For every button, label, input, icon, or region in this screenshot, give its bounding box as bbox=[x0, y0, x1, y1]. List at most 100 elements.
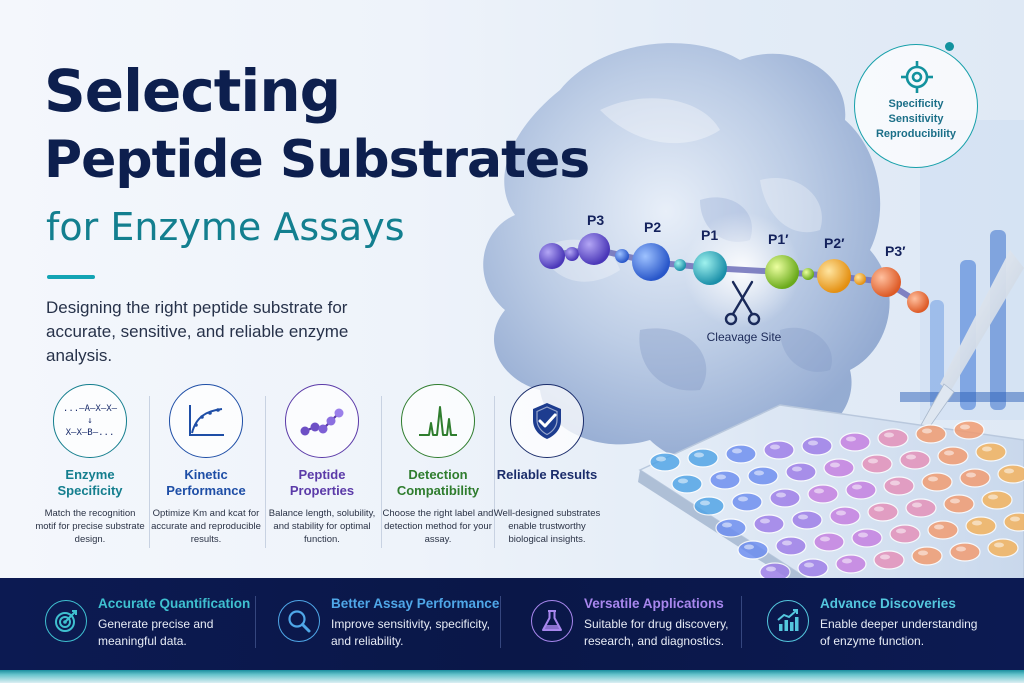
plate-well-highlight bbox=[694, 452, 704, 458]
plate-well bbox=[959, 468, 991, 488]
badge-line-sensitivity: Sensitivity bbox=[888, 113, 944, 125]
plate-well bbox=[715, 518, 747, 538]
plate-well-highlight bbox=[754, 470, 764, 476]
title-line-3: for Enzyme Assays bbox=[46, 205, 405, 249]
position-label-p1: P1 bbox=[701, 227, 719, 243]
kinetics-graph-icon bbox=[169, 384, 243, 458]
plate-well bbox=[899, 450, 931, 470]
plate-well bbox=[883, 476, 915, 496]
plate-well bbox=[693, 496, 725, 516]
plate-well bbox=[731, 492, 763, 512]
plate-well-highlight bbox=[928, 476, 938, 482]
benefits-bar bbox=[0, 578, 1024, 670]
feature-desc: Well-designed substrates enable trustwor… bbox=[493, 508, 601, 545]
plate-well-highlight bbox=[820, 536, 830, 542]
plate-well bbox=[807, 484, 839, 504]
plate-well-highlight bbox=[880, 554, 890, 560]
feature-divider bbox=[265, 396, 266, 548]
position-label-p2: P2 bbox=[644, 219, 662, 235]
plate-well bbox=[797, 558, 829, 578]
badge-line-reproducibility: Reproducibility bbox=[875, 128, 957, 140]
plate-well-highlight bbox=[700, 500, 710, 506]
plate-well-highlight bbox=[874, 506, 884, 512]
plate-well-highlight bbox=[956, 546, 966, 552]
plate-well-highlight bbox=[830, 462, 840, 468]
plate-well-highlight bbox=[716, 474, 726, 480]
plate-well bbox=[915, 424, 947, 444]
plate-well bbox=[953, 420, 985, 440]
benefit-divider bbox=[741, 596, 742, 648]
plate-well-highlight bbox=[722, 522, 732, 528]
feature-desc: Match the recognition motif for precise … bbox=[35, 508, 145, 545]
plate-well bbox=[905, 498, 937, 518]
plate-well-highlight bbox=[982, 446, 992, 452]
plate-well bbox=[709, 470, 741, 490]
plate-well bbox=[845, 480, 877, 500]
benefit-advance-discoveries: Advance Discoveries Enable deeper unders… bbox=[767, 596, 997, 658]
plate-well bbox=[889, 524, 921, 544]
sequence-motif-icon: ...–A–X–X– ↓ X–X–B–... bbox=[53, 384, 127, 458]
feature-detection-compatibility: Detection Compatibility Choose the right… bbox=[381, 384, 495, 546]
plate-well-highlight bbox=[884, 432, 894, 438]
plate-well-highlight bbox=[808, 440, 818, 446]
plate-well bbox=[813, 532, 845, 552]
benefit-title: Versatile Applications bbox=[584, 596, 724, 611]
target-icon bbox=[901, 61, 933, 93]
plate-well bbox=[725, 444, 757, 464]
plate-well-highlight bbox=[770, 444, 780, 450]
plate-well bbox=[687, 448, 719, 468]
plate-well bbox=[877, 428, 909, 448]
plate-well-highlight bbox=[738, 496, 748, 502]
title-divider bbox=[47, 275, 95, 279]
plate-well-highlight bbox=[846, 436, 856, 442]
plate-well bbox=[747, 466, 779, 486]
position-label-p3: P3 bbox=[587, 212, 605, 228]
position-label-p1-prime: P1′ bbox=[768, 231, 789, 247]
feature-title: Reliable Results bbox=[496, 467, 598, 482]
plate-well-highlight bbox=[934, 524, 944, 530]
benefit-desc: Improve sensitivity, specificity, and re… bbox=[331, 617, 490, 648]
plate-well-highlight bbox=[732, 448, 742, 454]
plate-well bbox=[997, 464, 1024, 484]
plate-well-highlight bbox=[678, 478, 688, 484]
plate-well bbox=[943, 494, 975, 514]
quality-badge: Specificity Sensitivity Reproducibility bbox=[854, 44, 978, 168]
benefit-divider bbox=[500, 596, 501, 648]
plate-well-highlight bbox=[792, 466, 802, 472]
position-label-p3-prime: P3′ bbox=[885, 243, 906, 259]
badge-dot bbox=[945, 42, 954, 51]
plate-well-highlight bbox=[814, 488, 824, 494]
plate-well-highlight bbox=[842, 558, 852, 564]
plate-well bbox=[867, 502, 899, 522]
benefit-better-assay-performance: Better Assay Performance Improve sensiti… bbox=[278, 596, 499, 658]
feature-title: Kinetic Performance bbox=[166, 467, 246, 498]
detection-peaks-icon bbox=[401, 384, 475, 458]
plate-well-highlight bbox=[760, 518, 770, 524]
plate-well-highlight bbox=[972, 520, 982, 526]
badge-line-specificity: Specificity bbox=[888, 98, 944, 110]
benefit-accurate-quantification: Accurate Quantification Generate precise… bbox=[45, 596, 255, 658]
plate-well-highlight bbox=[912, 502, 922, 508]
plate-well bbox=[785, 462, 817, 482]
plate-well bbox=[921, 472, 953, 492]
plate-well bbox=[949, 542, 981, 562]
plate-well-highlight bbox=[1010, 516, 1020, 522]
motif-line-1: ...–A–X–X– bbox=[62, 404, 118, 414]
plate-well-highlight bbox=[944, 450, 954, 456]
title-line-2: Peptide Substrates bbox=[44, 130, 590, 190]
benefit-desc: Enable deeper understanding of enzyme fu… bbox=[820, 617, 978, 648]
feature-divider bbox=[494, 396, 495, 548]
cleavage-site-label: Cleavage Site bbox=[706, 330, 782, 344]
magnifier-icon bbox=[278, 600, 320, 642]
plate-well-highlight bbox=[656, 456, 666, 462]
plate-well bbox=[861, 454, 893, 474]
benefit-desc: Suitable for drug discovery, research, a… bbox=[584, 617, 729, 648]
plate-well bbox=[911, 546, 943, 566]
peptide-chain-icon bbox=[285, 384, 359, 458]
benefit-title: Better Assay Performance bbox=[331, 596, 500, 611]
flask-icon bbox=[531, 600, 573, 642]
plate-well bbox=[801, 436, 833, 456]
benefit-title: Accurate Quantification bbox=[98, 596, 251, 611]
